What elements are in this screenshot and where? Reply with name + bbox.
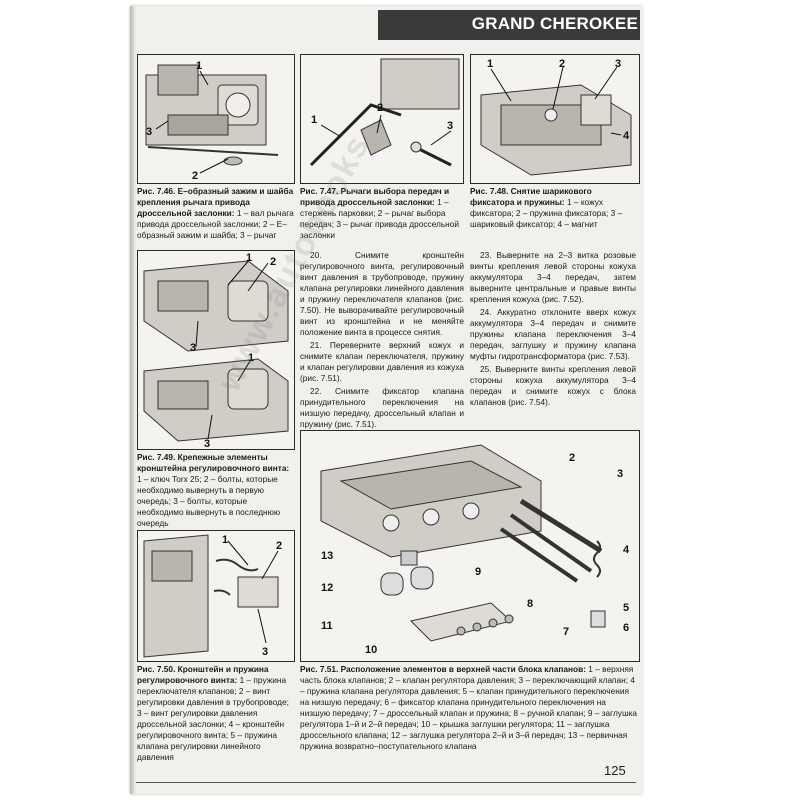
step-24: 24. Аккуратно отклоните вверх кожух акку… [470,307,636,361]
figure-7-46: 1 2 3 [137,54,295,184]
caption-fig-7-51: Рис. 7.51. Расположение элементов в верх… [300,664,638,752]
fig751-callout-2: 2 [569,452,575,464]
caption-fig-7-47-label: Рис. 7.47. [300,186,339,196]
fig751-callout-5: 5 [623,602,629,614]
figure-7-49-illustration: 1 2 3 1 3 [143,252,289,449]
figure-7-46-illustration: 1 2 3 [145,60,279,182]
caption-fig-7-48: Рис. 7.48. Снятие шарикового фиксатора и… [470,186,638,230]
caption-fig-7-51-title: Расположение элементов в верхней части б… [340,664,586,674]
fig749-callout-3: 3 [190,342,196,354]
caption-fig-7-46-label: Рис. 7.46. [137,186,176,196]
fig750-callout-1: 1 [222,534,228,546]
step-21: 21. Переверните верхний кожух и снимите … [300,340,464,383]
fig751-callout-12: 12 [321,582,333,594]
figure-7-48: 1 2 3 4 [470,54,640,184]
fig746-callout-3: 3 [146,126,152,138]
caption-fig-7-47-title: Рычаги выбора передач и привода дроссель… [300,186,450,207]
figure-7-47-illustration: 1 2 3 [309,58,460,167]
fig751-callout-9: 9 [475,566,481,578]
figure-7-48-illustration: 1 2 3 4 [480,58,632,176]
fig749-callout-4: 1 [248,352,254,364]
header-bar [378,10,640,40]
fig749-callout-1: 1 [246,252,252,264]
caption-fig-7-48-body: 1 – кожух фиксатора; 2 – пружина фиксато… [470,197,623,229]
caption-fig-7-50: Рис. 7.50. Кронштейн и пружина регулиров… [137,664,295,763]
figure-7-50: 1 2 3 [137,530,295,662]
caption-fig-7-50-title: Кронштейн и пружина регулировочного винт… [137,664,269,685]
fig750-callout-3: 3 [262,646,268,658]
fig748-callout-3: 3 [615,58,621,70]
fig748-callout-4: 4 [623,130,630,142]
fig748-callout-1: 1 [487,58,493,70]
fig751-callout-4: 4 [623,544,630,556]
fig750-callout-2: 2 [276,540,282,552]
caption-fig-7-47-body: 1 – стержень парковки; 2 – рычаг выбора … [300,197,459,240]
caption-fig-7-51-label: Рис. 7.51. [300,664,339,674]
figure-7-51: 2 3 4 5 6 7 8 9 10 11 12 13 [300,430,640,662]
figure-7-49: 1 2 3 1 3 [137,250,295,450]
footer-rule [136,782,636,783]
fig747-callout-3: 3 [447,120,453,132]
step-25: 25. Выверните винты крепления левой стор… [470,364,636,407]
caption-fig-7-47: Рис. 7.47. Рычаги выбора передач и приво… [300,186,464,241]
page-spine-shadow [130,6,136,794]
caption-fig-7-49-label: Рис. 7.49. [137,452,176,462]
page-header-title: GRAND CHEROKEE [471,14,638,33]
caption-fig-7-46-title: Е–образный зажим и шайба крепления рычаг… [137,186,294,218]
fig751-callout-13: 13 [321,550,333,562]
step-22: 22. Снимите фиксатор клапана принудитель… [300,386,464,429]
caption-fig-7-51-body: 1 – верхняя часть блока клапанов; 2 – кл… [300,664,638,751]
caption-fig-7-46: Рис. 7.46. Е–образный зажим и шайба креп… [137,186,295,241]
caption-fig-7-48-label: Рис. 7.48. [470,186,509,196]
caption-fig-7-46-body: 1 – вал рычага привода дроссельной засло… [137,208,294,240]
figure-7-51-illustration: 2 3 4 5 6 7 8 9 10 11 12 13 [320,444,630,656]
fig747-callout-2: 2 [377,102,383,114]
figure-7-47: 1 2 3 [300,54,464,184]
instructions-middle-column: 20. Снимите кронштейн регулировочного ви… [300,250,464,432]
fig749-callout-5: 3 [204,438,210,449]
instructions-right-column: 23. Выверните на 2–3 витка розовые винты… [470,250,636,410]
caption-fig-7-50-body: 1 – пружина переключателя клапанов; 2 – … [137,675,289,762]
step-20: 20. Снимите кронштейн регулировочного ви… [300,250,464,337]
fig751-callout-11: 11 [321,620,333,632]
page-number: 125 [604,763,626,778]
fig749-callout-2: 2 [270,256,276,268]
fig748-callout-2: 2 [559,58,565,70]
fig746-callout-1: 1 [196,60,202,72]
caption-fig-7-50-label: Рис. 7.50. [137,664,176,674]
caption-fig-7-49: Рис. 7.49. Крепежные элементы кронштейна… [137,452,295,529]
caption-fig-7-49-body: 1 – ключ Torx 25; 2 – болты, которые нео… [137,474,281,528]
step-23: 23. Выверните на 2–3 витка розовые винты… [470,250,636,304]
fig746-callout-2: 2 [192,170,198,182]
figure-7-50-illustration: 1 2 3 [143,534,282,658]
fig751-callout-3: 3 [617,468,623,480]
fig751-callout-6: 6 [623,622,629,634]
caption-fig-7-49-title: Крепежные элементы кронштейна регулирово… [137,452,290,473]
fig751-callout-10: 10 [365,644,377,656]
fig751-callout-8: 8 [527,598,533,610]
fig747-callout-1: 1 [311,114,317,126]
caption-fig-7-48-title: Снятие шарикового фиксатора и пружины: [470,186,592,207]
fig751-callout-7: 7 [563,626,569,638]
